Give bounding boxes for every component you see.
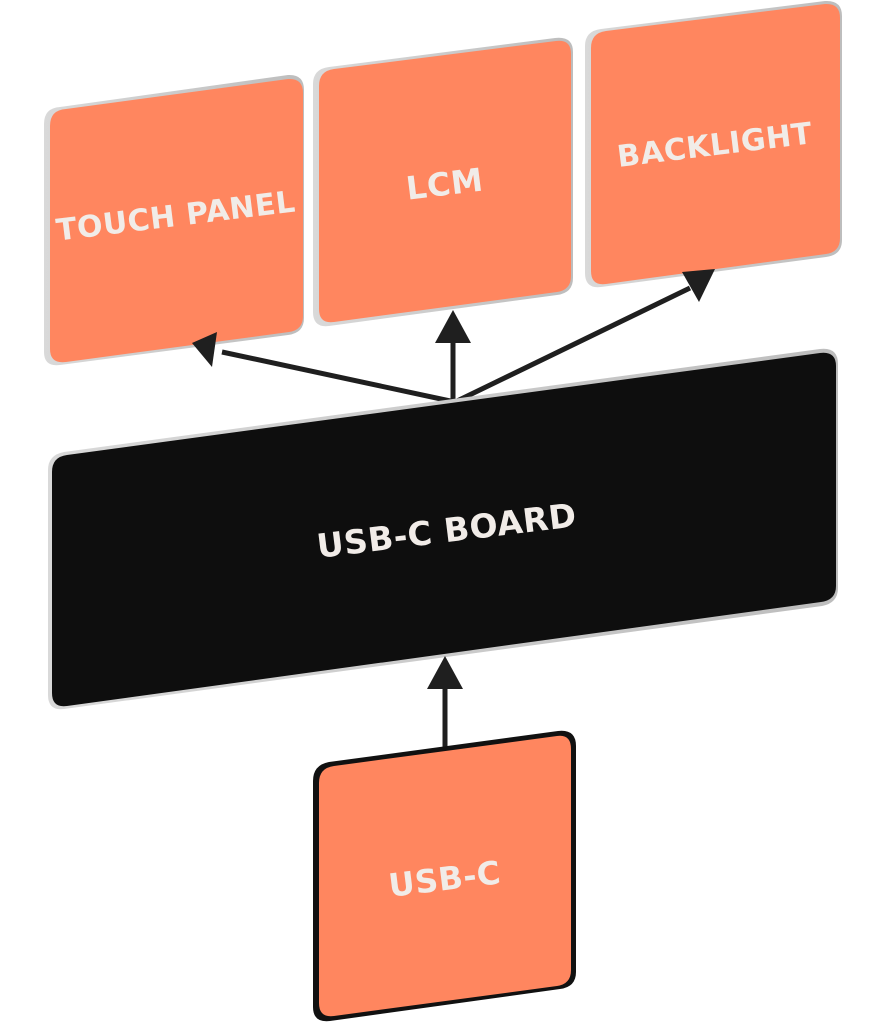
usb-c-board-face: [52, 352, 836, 707]
usb-c-to-board-arrow: [427, 656, 463, 748]
arrow-to-touch-panel-head: [192, 332, 217, 367]
lcm-label: LCM: [404, 161, 485, 208]
arrow-to-board-head: [427, 656, 463, 689]
backlight-block-face: [591, 3, 840, 285]
lcm-block: LCM: [313, 37, 573, 327]
backlight-block: BACKLIGHT: [585, 0, 842, 288]
arrow-to-lcm-head: [435, 310, 471, 343]
usb-c-block: USB-C: [313, 730, 576, 1022]
usb-c-board-block: USB-C BOARD: [48, 348, 838, 710]
usb-c-block-face: [319, 735, 571, 1017]
touch-panel-block-face: [50, 78, 303, 363]
arrow-to-backlight-head: [682, 269, 715, 302]
arrow-to-backlight-line: [453, 285, 692, 405]
touch-panel-block: TOUCH PANEL: [44, 74, 304, 366]
arrow-to-touch-panel-line: [221, 349, 456, 405]
board-to-components-arrows: [192, 269, 715, 405]
lcm-block-face: [319, 40, 571, 323]
